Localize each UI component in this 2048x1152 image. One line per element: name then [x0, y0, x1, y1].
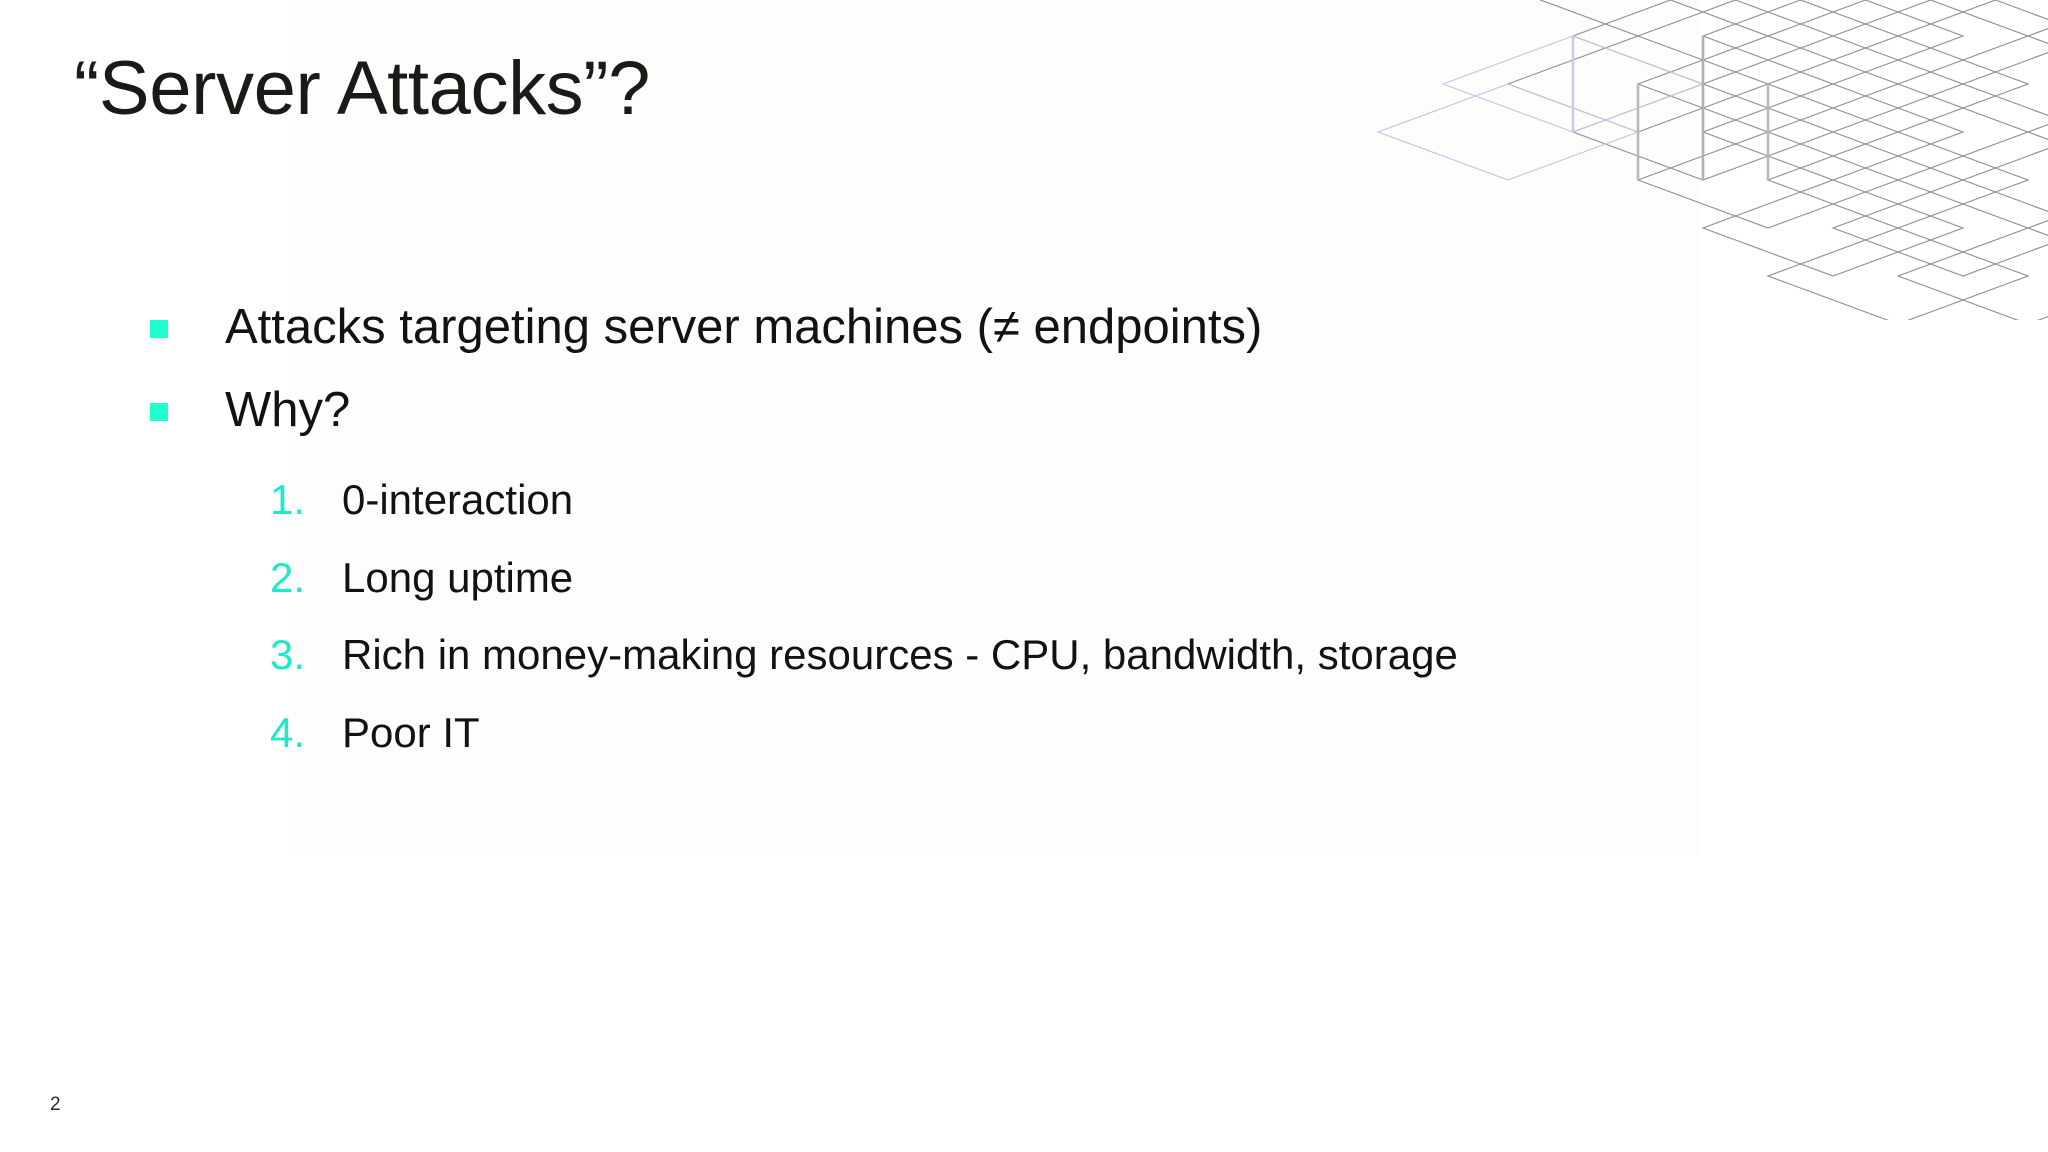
bullet-item-label: Attacks targeting server machines (≠ end…	[225, 300, 1263, 354]
list-item-number: 4.	[270, 708, 306, 756]
bullet-item: Why?	[150, 379, 1910, 442]
slide-body: Attacks targeting server machines (≠ end…	[150, 296, 1910, 785]
list-item: 2. Long uptime	[270, 553, 1910, 603]
numbered-list: 1. 0-interaction 2. Long uptime 3. Rich …	[270, 475, 1910, 758]
list-item-number: 2.	[270, 553, 306, 601]
bullet-item: Attacks targeting server machines (≠ end…	[150, 296, 1910, 359]
list-item: 1. 0-interaction	[270, 475, 1910, 525]
list-item-label: Rich in money-making resources - CPU, ba…	[342, 631, 1458, 679]
list-item-label: Long uptime	[342, 553, 574, 601]
slide-title: “Server Attacks”?	[74, 46, 651, 131]
square-bullet-icon	[150, 402, 168, 421]
page-number: 2	[50, 1094, 61, 1115]
list-item-number: 1.	[270, 476, 306, 524]
list-item: 3. Rich in money-making resources - CPU,…	[270, 630, 1910, 680]
list-item-number: 3.	[270, 631, 306, 679]
bullet-item-label: Why?	[225, 382, 351, 437]
list-item: 4. Poor IT	[270, 708, 1910, 758]
square-bullet-icon	[150, 320, 168, 338]
list-item-label: 0-interaction	[342, 476, 574, 524]
isometric-cube-lattice-decoration	[1348, 0, 2048, 320]
list-item-label: Poor IT	[342, 708, 480, 756]
